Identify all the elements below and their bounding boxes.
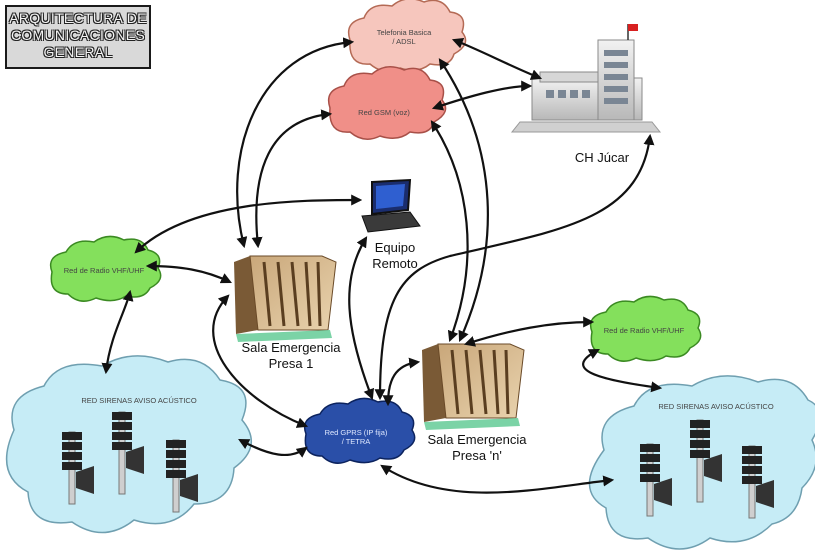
sirens-left-icon xyxy=(62,411,198,513)
label-equipo-remoto: Equipo Remoto xyxy=(360,240,430,272)
label-radio-right: Red de Radio VHF/UHF xyxy=(603,326,685,335)
conn-radio-right-sirens xyxy=(582,348,663,393)
label-presan-line-2: Presa 'n' xyxy=(452,448,502,463)
label-presa1-line-2: Presa 1 xyxy=(268,356,314,371)
label-gprs-line-2: / TETRA xyxy=(341,437,371,446)
cloud-gsm xyxy=(327,66,447,140)
label-telefonia-line-2: / ADSL xyxy=(392,37,416,46)
conn-gprs-sirens-left xyxy=(238,438,308,458)
connectors xyxy=(101,37,663,494)
conn-presan-radio-right xyxy=(463,316,595,347)
dam-presa1-icon xyxy=(234,255,337,342)
label-presa1: Sala Emergencia Presa 1 xyxy=(226,340,356,372)
label-presa1-line-1: Sala Emergencia xyxy=(241,340,341,355)
conn-telefonia-ch xyxy=(451,38,543,80)
ch-jucar-building-icon xyxy=(510,24,662,133)
label-ch-jucar: CH Júcar xyxy=(574,150,630,165)
title-line-2: COMUNICACIONES xyxy=(10,27,146,43)
conn-radio-left-sirens xyxy=(101,289,134,375)
label-telefonia-line-1: Telefonia Basica xyxy=(376,28,432,37)
conn-gprs-laptop xyxy=(348,236,374,401)
label-equipo-remoto-line-2: Remoto xyxy=(372,256,418,271)
conn-gprs-presan xyxy=(382,357,421,407)
conn-presa1-gsm xyxy=(251,109,333,249)
laptop-icon xyxy=(361,178,421,233)
label-telefonia: Telefonia Basica / ADSL xyxy=(356,28,452,46)
conn-radio-left-laptop xyxy=(134,194,363,254)
label-sirens-right: RED SIRENAS AVISO ACÚSTICO xyxy=(658,402,774,411)
conn-gsm-presan xyxy=(430,120,469,343)
label-radio-left: Red de Radio VHF/UHF xyxy=(63,266,145,275)
title-line-3: GENERAL xyxy=(43,44,113,60)
label-presan-line-1: Sala Emergencia xyxy=(427,432,527,447)
label-gprs: Red GPRS (IP fija) / TETRA xyxy=(308,428,404,446)
conn-gsm-ch xyxy=(431,80,533,111)
label-gprs-line-1: Red GPRS (IP fija) xyxy=(324,428,388,437)
label-presan: Sala Emergencia Presa 'n' xyxy=(412,432,542,464)
sirens-right-icon xyxy=(640,419,774,519)
conn-radio-left-presa1 xyxy=(145,260,232,284)
cloud-gprs xyxy=(303,397,416,464)
label-equipo-remoto-line-1: Equipo xyxy=(374,240,416,255)
conn-gprs-sirens-right xyxy=(380,464,615,494)
label-gsm: Red GSM (voz) xyxy=(358,108,410,117)
conn-presa1-gprs xyxy=(212,294,309,428)
dam-presan-icon xyxy=(422,343,525,430)
title-line-1: ARQUITECTURA DE xyxy=(9,10,147,26)
diagram-title: ARQUITECTURA DE COMUNICACIONES GENERAL xyxy=(5,5,151,69)
label-sirens-left: RED SIRENAS AVISO ACÚSTICO xyxy=(81,396,197,405)
conn-presa1-telefonia xyxy=(236,37,355,249)
conn-telefonia-presan xyxy=(438,58,489,343)
